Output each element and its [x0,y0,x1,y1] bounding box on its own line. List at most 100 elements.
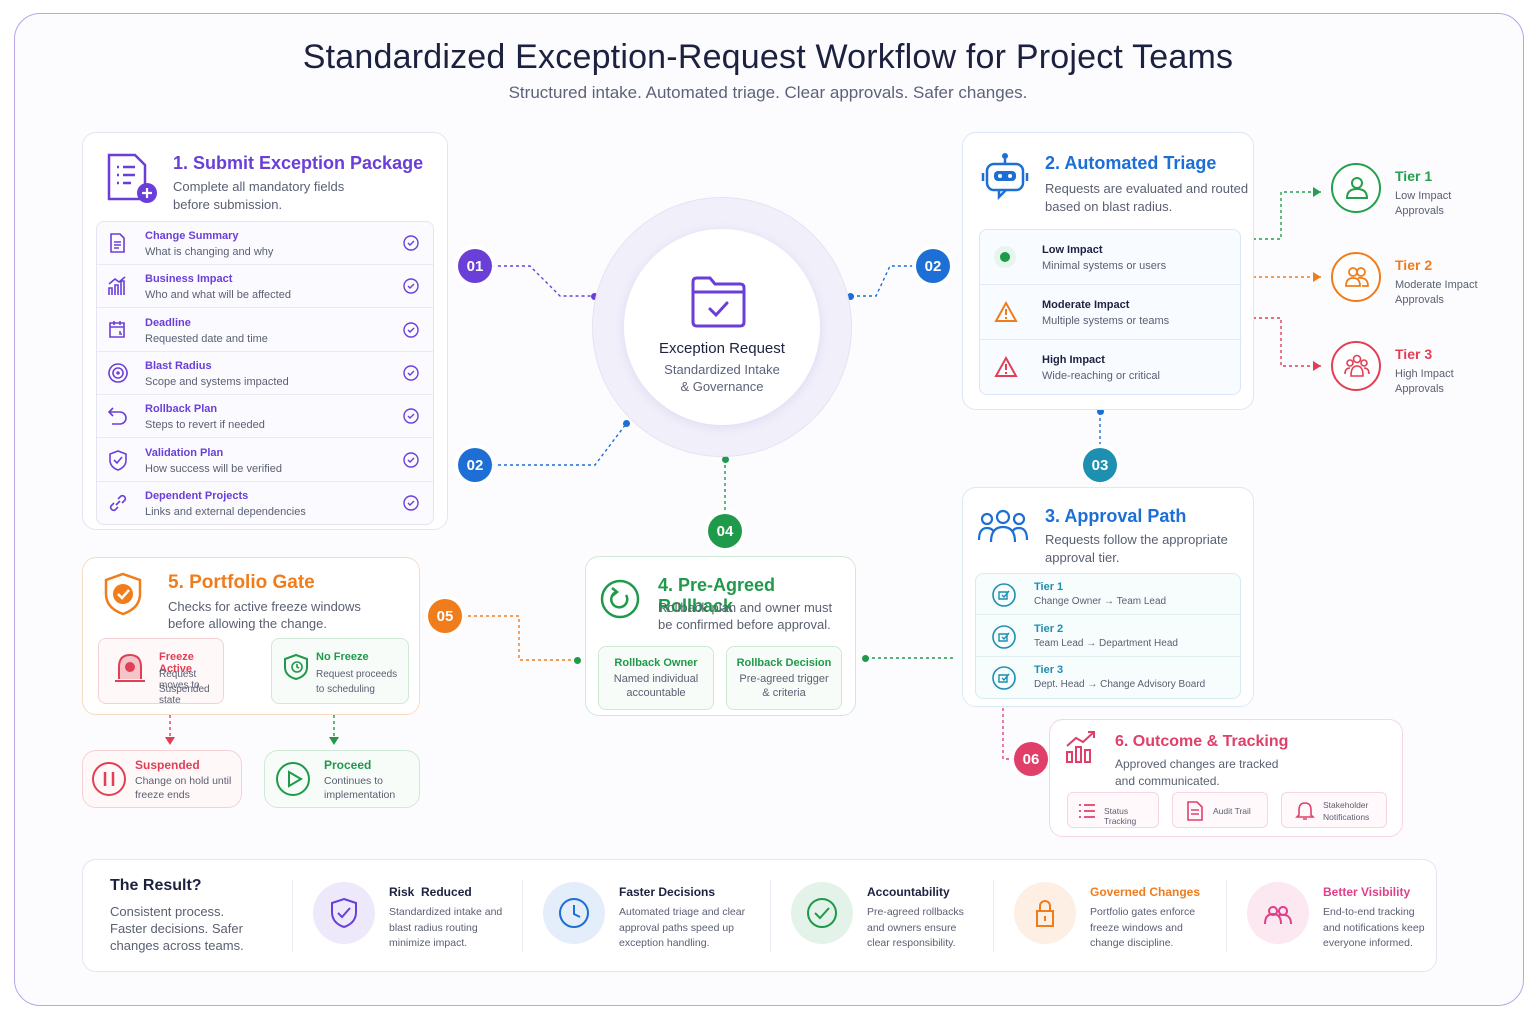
proceed-line2: implementation [324,789,396,801]
tier-line2: Approvals [1395,205,1444,217]
result-item-desc: everyone informed. [1323,937,1413,949]
rollback-title: 4. Pre-Agreed Rollback [658,575,776,616]
result-item-desc: blast radius routing [389,921,478,934]
no-freeze-title: No Freeze [316,651,369,663]
result-item-desc: and notifications keep [1323,921,1425,934]
result-item-title: Better Visibility [1323,885,1411,899]
triage-item-moderate[interactable]: Moderate Impact Multiple systems or team… [980,285,1242,340]
status-tracking-label: Status Tracking [1104,806,1137,826]
result-item-desc: approval paths speed up [619,921,735,934]
document-icon [1187,801,1203,821]
result-divider [292,880,293,952]
list-icon [1079,804,1095,818]
result-item-desc: and owners ensure [867,921,957,934]
step-badge-05: 05 [428,599,462,633]
connector-dot [623,420,630,427]
check-circle-icon [403,278,419,294]
robot-icon [981,153,1029,201]
approval-tier-sub: Team Lead → Department Head [1034,637,1178,649]
result-line2: Faster decisions. Safer [110,921,243,936]
team-icon [977,509,1029,543]
submit-field-sub: Scope and systems impacted [145,375,289,388]
submit-field-sub: Links and external dependencies [145,505,306,518]
result-line1: Consistent process. [110,904,225,919]
rollback-owner-line1: Named individual [613,673,699,685]
submit-package-card: 1. Submit Exception Package Complete all… [82,132,448,530]
triage-item-low[interactable]: Low Impact Minimal systems or users [980,230,1242,285]
result-line3: changes across teams. [110,938,244,953]
center-line2: & Governance [680,379,764,394]
rollback-card: 4. Pre-Agreed Rollback Rollback plan and… [585,556,856,716]
bar-chart-icon [108,276,126,296]
low-impact-icon [994,246,1016,268]
submit-field-title: Dependent Projects [145,489,249,502]
result-item-desc: change discipline. [1090,937,1174,949]
rollback-icon [600,579,640,619]
rollback-decision-box: Rollback Decision Pre-agreed trigger & c… [726,646,842,710]
submit-field-title: Business Impact [145,273,233,286]
tier-line2: Approvals [1395,383,1444,395]
result-item-desc: Automated triage and clear [619,906,746,918]
freeze-active-title: Freeze Active [159,651,194,675]
result-divider [522,880,523,952]
check-circle-icon [403,408,419,424]
audit-trail-chip[interactable]: Audit Trail [1172,792,1268,828]
approval-step-icon [992,666,1016,690]
submit-field-sub: Who and what will be affected [145,289,291,302]
result-item-title: Accountability [867,885,950,899]
step-badge-02-right: 02 [916,249,950,283]
result-item-desc: End-to-end tracking [1323,906,1415,918]
triage-item-high[interactable]: High Impact Wide-reaching or critical [980,340,1242,395]
outcome-title: 6. Outcome & Tracking [1115,733,1289,750]
triage-item-sub: Wide-reaching or critical [1042,370,1160,382]
rollback-owner-box: Rollback Owner Named individual accounta… [598,646,714,710]
outcome-desc2: and communicated. [1115,774,1220,788]
status-tracking-chip[interactable]: Status Tracking [1067,792,1159,828]
lock-icon [1014,882,1076,944]
freeze-active-box: Freeze Active Request moves to Suspended… [98,638,224,706]
submit-desc1: Complete all mandatory fields [173,179,345,194]
step-badge-02-left: 02 [458,448,492,482]
triage-title: 2. Automated Triage [1045,153,1217,173]
step-badge-03: 03 [1083,448,1117,482]
stakeholder-notifications-chip[interactable]: Stakeholder Notifications [1281,792,1387,828]
submit-field-title: Change Summary [145,230,239,242]
triage-card: 2. Automated Triage Requests are evaluat… [962,132,1254,410]
triage-desc2: based on blast radius. [1045,199,1173,214]
triage-desc1: Requests are evaluated and routed [1045,181,1249,196]
submit-field-title: Blast Radius [145,359,212,372]
link-icon [109,494,127,511]
tier-line1: High Impact [1395,368,1454,380]
tier-user-icon [1331,341,1381,391]
approval-desc2: approval tier. [1045,550,1120,565]
audit-trail-label: Audit Trail [1213,806,1251,816]
outcome-desc1: Approved changes are tracked [1115,757,1279,771]
triage-list: Low Impact Minimal systems or users Mode… [979,229,1242,395]
warning-icon [994,300,1018,322]
check-circle-icon [403,321,419,338]
triage-item-sub: Minimal systems or users [1042,260,1167,272]
result-panel: The Result? Consistent process. Faster d… [82,859,1437,972]
connector-dot [862,655,869,662]
submit-field-sub: What is changing and why [145,246,274,258]
suspended-line2: freeze ends [135,789,190,801]
approval-title: 3. Approval Path [1045,506,1187,526]
portfolio-desc1: Checks for active freeze windows [168,599,361,614]
approval-desc1: Requests follow the appropriate [1045,532,1228,547]
connector-dot [574,657,581,664]
submit-field-sub: Steps to revert if needed [145,419,265,432]
